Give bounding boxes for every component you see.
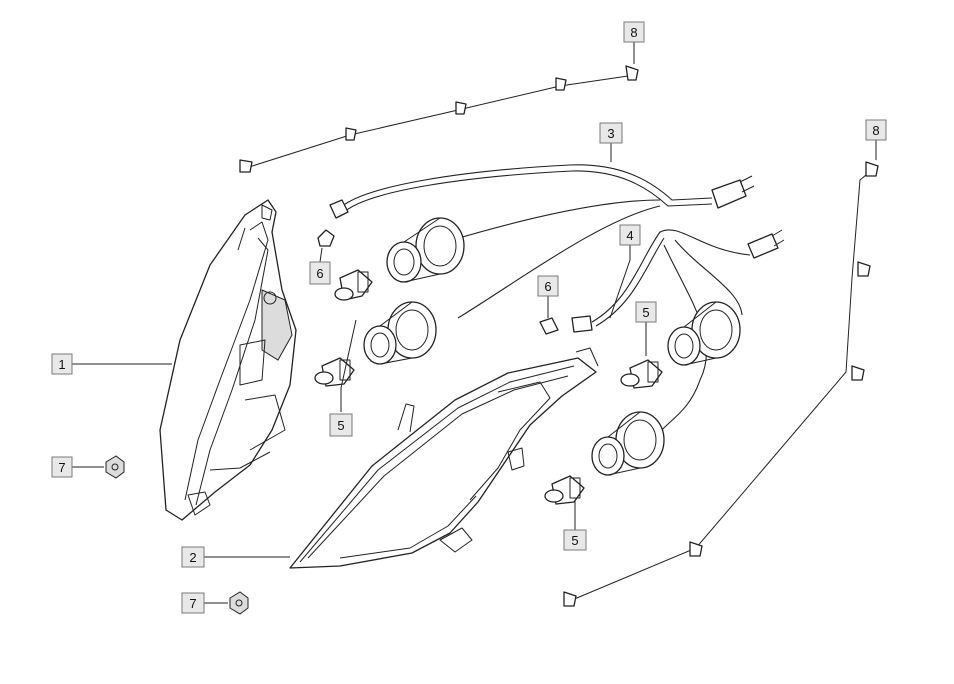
screw-row-top[interactable] xyxy=(239,65,639,173)
callout-8-right: 8 xyxy=(865,119,887,141)
callout-1: 1 xyxy=(51,353,73,375)
bulb-socket-lower-left[interactable] xyxy=(363,301,437,365)
callout-7-label-upper: 7 xyxy=(58,460,65,475)
callout-5-bulb-left: 5 xyxy=(329,413,353,437)
leader-lines xyxy=(72,42,877,604)
callout-2: 2 xyxy=(181,546,205,568)
callout-1-label: 1 xyxy=(58,357,65,372)
callout-6-middle: 6 xyxy=(537,275,559,297)
halogen-bulb-a[interactable] xyxy=(334,269,373,301)
callout-5-label-right-lower: 5 xyxy=(571,533,578,548)
callout-4: 4 xyxy=(619,224,641,246)
small-bulb-middle[interactable] xyxy=(539,317,559,335)
halogen-bulb-d[interactable] xyxy=(544,475,585,505)
headlight-housing-right[interactable] xyxy=(289,347,599,569)
callout-7-label-lower: 7 xyxy=(189,596,196,611)
callout-3: 3 xyxy=(599,122,623,144)
callout-5-label-left: 5 xyxy=(337,418,344,433)
callout-3-label: 3 xyxy=(607,126,614,141)
wiring-harness-right[interactable] xyxy=(571,229,785,433)
flange-nut-lower[interactable] xyxy=(229,591,249,615)
halogen-bulb-c[interactable] xyxy=(620,359,663,389)
screw-row-right[interactable] xyxy=(563,161,879,607)
callout-8-label-top: 8 xyxy=(630,25,637,40)
wiring-harness-left[interactable] xyxy=(329,164,755,319)
bulb-socket-upper-left[interactable] xyxy=(386,217,465,283)
callout-7-upper: 7 xyxy=(51,456,73,478)
headlight-housing-left[interactable] xyxy=(159,199,297,521)
small-bulb-upper[interactable] xyxy=(317,229,335,247)
callout-6-upper: 6 xyxy=(309,261,331,285)
callout-5-bulb-right-upper: 5 xyxy=(635,301,657,323)
callout-6-label-upper: 6 xyxy=(316,266,323,281)
callout-5-bulb-right-lower: 5 xyxy=(563,529,587,551)
callout-7-lower: 7 xyxy=(181,592,205,614)
bulb-socket-lower-right[interactable] xyxy=(591,411,665,476)
callout-8-top: 8 xyxy=(623,21,645,43)
callout-2-label: 2 xyxy=(189,550,196,565)
bulb-socket-upper-right[interactable] xyxy=(667,301,741,366)
flange-nut-upper[interactable] xyxy=(105,455,125,479)
callout-5-label-right-upper: 5 xyxy=(642,305,649,320)
callout-6-label-middle: 6 xyxy=(544,279,551,294)
callout-8-label-right: 8 xyxy=(872,123,879,138)
halogen-bulb-b[interactable] xyxy=(314,357,355,387)
callout-4-label: 4 xyxy=(626,228,633,243)
